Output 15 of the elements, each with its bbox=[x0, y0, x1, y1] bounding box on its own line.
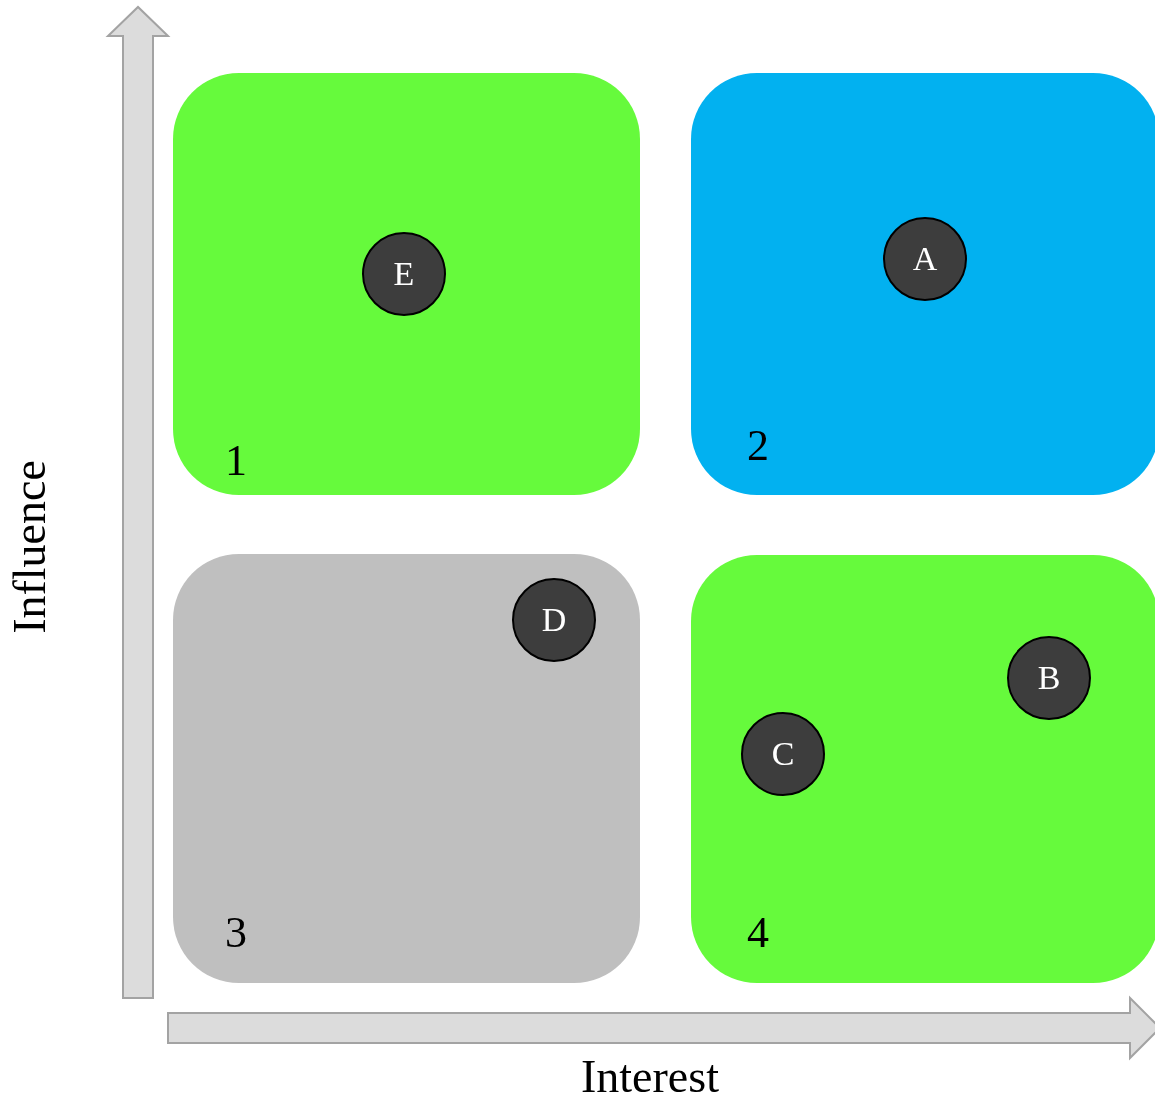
stakeholder-circle: B bbox=[1007, 636, 1091, 720]
quadrant-number: 3 bbox=[225, 911, 247, 955]
quadrant-number: 4 bbox=[747, 911, 769, 955]
quadrant-box bbox=[173, 554, 640, 983]
quadrant-box bbox=[691, 555, 1155, 983]
x-axis-label: Interest bbox=[581, 1052, 719, 1101]
quadrant-box bbox=[691, 73, 1155, 495]
stakeholder-circle: E bbox=[362, 232, 446, 316]
stakeholder-circle: A bbox=[883, 217, 967, 301]
stakeholder-circle: D bbox=[512, 578, 596, 662]
quadrant-number: 2 bbox=[747, 424, 769, 468]
stakeholder-circle: C bbox=[741, 712, 825, 796]
y-axis-label: Influence bbox=[4, 460, 55, 634]
quadrant-number: 1 bbox=[225, 439, 247, 483]
quadrant-box bbox=[173, 73, 640, 495]
